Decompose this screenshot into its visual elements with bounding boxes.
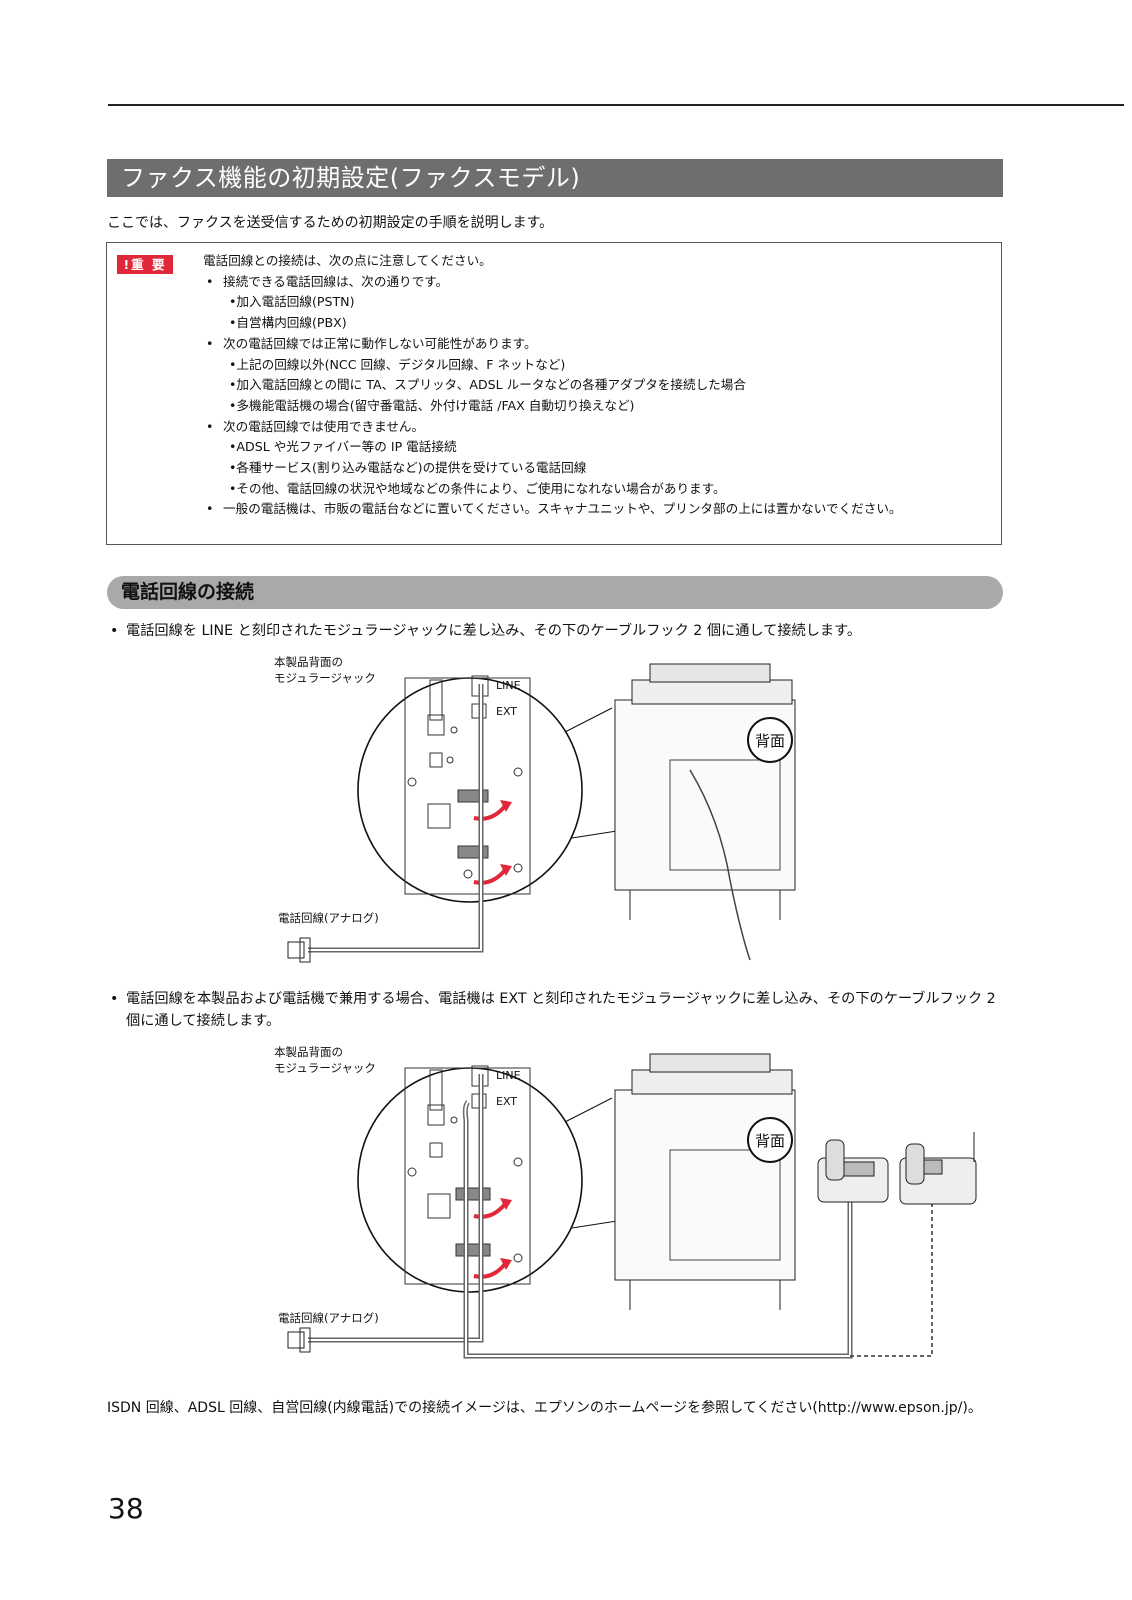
jack-label: 本製品背面の モジュラージャック xyxy=(274,655,376,685)
notice-subitem: •加入電話回線(PSTN) xyxy=(229,294,355,310)
notice-subitem: •ADSL や光ファイバー等の IP 電話接続 xyxy=(229,439,457,455)
notice-subitem: •自営構内回線(PBX) xyxy=(229,315,347,331)
notice-bullet: 一般の電話機は、市販の電話台などに置いてください。スキャナユニットや、プリンタ部… xyxy=(203,499,999,520)
notice-bullet: 次の電話回線では使用できません。 xyxy=(203,417,999,438)
jack-label: 本製品背面の モジュラージャック xyxy=(274,1045,376,1075)
telephone-icon xyxy=(817,1139,889,1203)
ext-label: EXT xyxy=(496,705,517,718)
page-number: 38 xyxy=(108,1492,144,1525)
notice-bullet: 接続できる電話回線は、次の通りです。 xyxy=(203,272,999,293)
notice-lead: 電話回線との接続は、次の点に注意してください。 xyxy=(203,253,492,268)
connection-diagram: LINE EXT 背面 xyxy=(287,663,796,963)
notice-body: 電話回線との接続は、次の点に注意してください。 接続できる電話回線は、次の通りで… xyxy=(203,251,999,520)
notice-bullet: 次の電話回線では正常に動作しない可能性があります。 xyxy=(203,334,999,355)
top-rule xyxy=(108,104,1124,106)
line-label: LINE xyxy=(496,679,521,692)
back-label: 背面 xyxy=(755,1132,785,1150)
notice-subitem: •各種サービス(割り込み電話など)の提供を受けている電話回線 xyxy=(229,460,587,476)
figure-ext-connection: 本製品背面の モジュラージャック 電話回線(アナログ) LINE EXT xyxy=(260,1040,977,1370)
notice-subitem: •加入電話回線との間に TA、スプリッタ、ADSL ルータなどの各種アダプタを接… xyxy=(229,377,746,393)
connection-diagram: LINE EXT 背面 xyxy=(287,1053,977,1359)
footer-note: ISDN 回線、ADSL 回線、自営回線(内線電話)での接続イメージは、エプソン… xyxy=(107,1400,982,1416)
notice-subitem: •その他、電話回線の状況や地域などの条件により、ご使用になれない場合があります。 xyxy=(229,480,726,496)
ext-label: EXT xyxy=(496,1095,517,1108)
line-label: LINE xyxy=(496,1069,521,1082)
step-1-text: 電話回線を LINE と刻印されたモジュラージャックに差し込み、その下のケーブル… xyxy=(110,620,1000,642)
step-2-text: 電話回線を本製品および電話機で兼用する場合、電話機は EXT と刻印されたモジュ… xyxy=(110,988,1000,1032)
notice-subitem: •多機能電話機の場合(留守番電話、外付け電話 /FAX 自動切り換えなど) xyxy=(229,397,635,413)
section-title: ファクス機能の初期設定(ファクスモデル) xyxy=(107,159,1003,197)
important-badge: !重 要 xyxy=(117,255,173,274)
notice-subitem: •上記の回線以外(NCC 回線、デジタル回線、F ネットなど) xyxy=(229,356,566,372)
analog-line-label: 電話回線(アナログ) xyxy=(278,911,379,925)
subsection-title: 電話回線の接続 xyxy=(107,576,1003,609)
analog-line-label: 電話回線(アナログ) xyxy=(278,1311,379,1325)
back-label: 背面 xyxy=(755,732,785,750)
important-notice: !重 要 電話回線との接続は、次の点に注意してください。 接続できる電話回線は、… xyxy=(106,242,1002,545)
figure-line-connection: 本製品背面の モジュラージャック 電話回線(アナログ) LINE EXT xyxy=(260,650,820,980)
fax-telephone-icon xyxy=(899,1132,977,1205)
intro-text: ここでは、ファクスを送受信するための初期設定の手順を説明します。 xyxy=(107,215,554,231)
